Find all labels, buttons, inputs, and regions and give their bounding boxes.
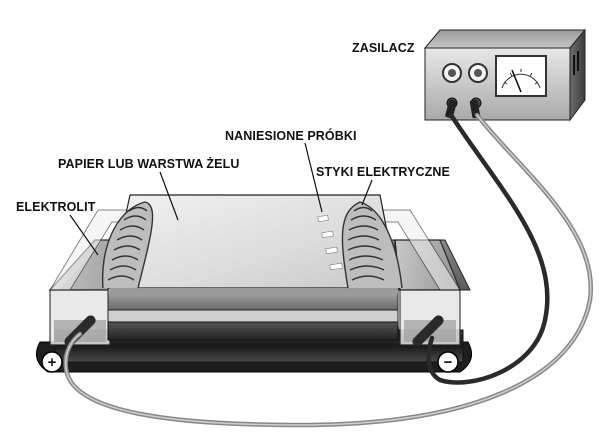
cables <box>63 112 594 428</box>
positive-sign: + <box>48 354 57 371</box>
samples-leader <box>304 142 323 213</box>
sample-spot <box>321 230 334 239</box>
right-contact-coil <box>341 201 403 289</box>
negative-sign: − <box>444 354 453 371</box>
sample-spots <box>317 214 343 271</box>
sample-spot <box>325 246 338 255</box>
negative-terminal: − <box>437 351 459 373</box>
paper-or-gel-label: PAPIER LUB WARSTWA ŻELU <box>58 156 239 171</box>
positive-terminal: + <box>41 351 63 373</box>
sample-spot <box>317 214 329 223</box>
contacts-leader <box>361 179 373 206</box>
sample-spot <box>329 262 343 271</box>
samples-label: NANIESIONE PRÓBKI <box>225 128 357 143</box>
electrical-contacts-label: STYKI ELEKTRYCZNE <box>316 165 450 179</box>
electrolyte-label: ELEKTROLIT <box>16 200 96 214</box>
voltmeter-dial <box>495 55 547 97</box>
paper-leader <box>159 171 179 221</box>
electrolyte-leader <box>69 214 99 256</box>
leader-lines <box>69 142 373 256</box>
negative-cable <box>426 112 550 385</box>
electrophoresis-tray <box>35 194 473 373</box>
left-contact-coil <box>101 201 154 289</box>
power-supply <box>423 28 587 122</box>
power-supply-label: ZASILACZ <box>352 41 415 55</box>
